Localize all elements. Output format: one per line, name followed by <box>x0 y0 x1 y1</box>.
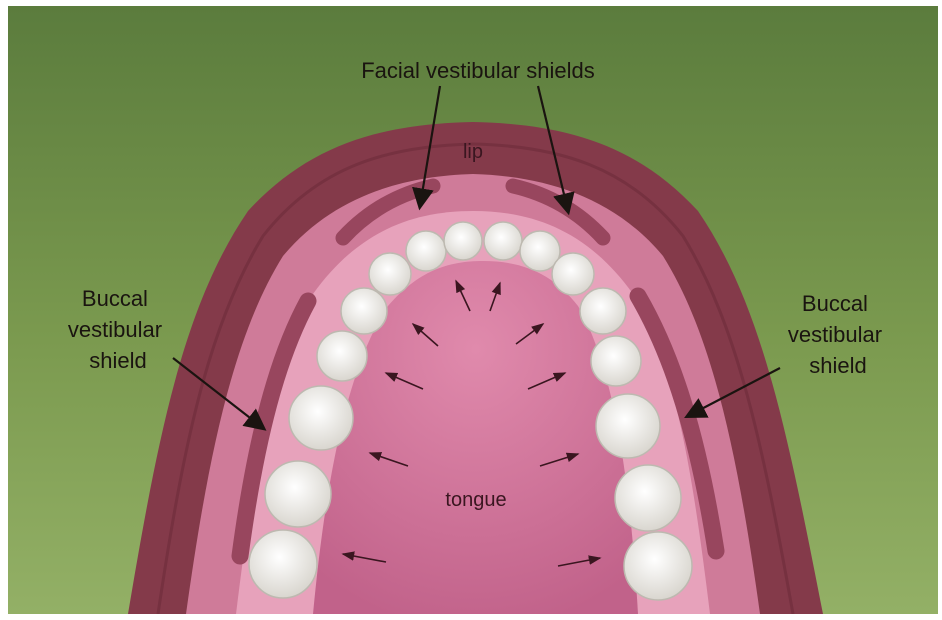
tooth <box>615 465 681 531</box>
tooth <box>369 253 411 295</box>
tooth <box>289 386 353 450</box>
facial-shields-label: Facial vestibular shields <box>361 58 595 83</box>
tooth <box>444 222 482 260</box>
mouth-diagram: Facial vestibular shields lip tongue Buc… <box>8 6 938 614</box>
tooth <box>406 231 446 271</box>
tooth <box>265 461 331 527</box>
buccal-right-line-3: shield <box>809 353 866 378</box>
tooth <box>552 253 594 295</box>
tongue-label: tongue <box>445 489 506 511</box>
buccal-left-line-1: Buccal <box>82 286 148 311</box>
tooth <box>596 394 660 458</box>
tooth <box>484 222 522 260</box>
tooth <box>341 288 387 334</box>
tooth <box>249 530 317 598</box>
lip-label: lip <box>463 141 483 163</box>
buccal-left-line-2: vestibular <box>68 317 162 342</box>
tooth <box>624 532 692 600</box>
illustration-frame: Facial vestibular shields lip tongue Buc… <box>8 6 938 614</box>
tooth <box>580 288 626 334</box>
tooth <box>591 336 641 386</box>
tooth <box>317 331 367 381</box>
buccal-right-line-1: Buccal <box>802 291 868 316</box>
buccal-right-line-2: vestibular <box>788 322 882 347</box>
buccal-left-line-3: shield <box>89 348 146 373</box>
